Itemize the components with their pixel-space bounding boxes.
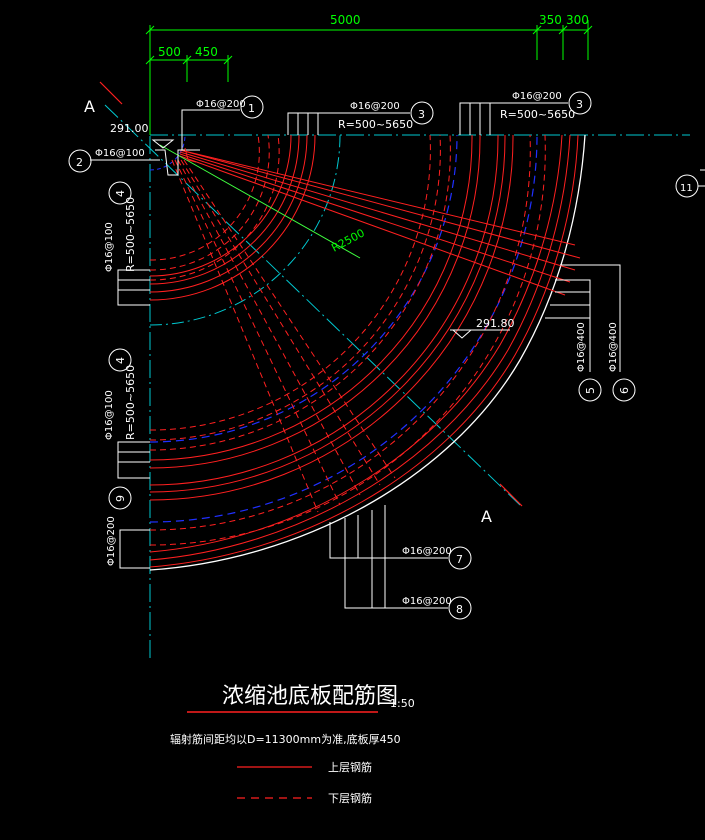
blue-ring-mid [149,134,458,443]
radial-rebar-4 [179,149,576,246]
radial-dashed-4 [171,159,319,513]
radial-dashed-2 [177,159,361,496]
top-ring-2 [149,134,506,493]
outer-rebar-2 [149,134,571,561]
radial-dashed-1 [174,159,341,506]
drawing-title: 浓缩池底板配筋图 [222,684,398,709]
callout-7-label: 7 [456,553,463,566]
legend-bottom-label: 下层钢筋 [328,791,372,805]
dim-350: 350 [539,13,562,27]
section-a-tick-top [99,81,123,105]
callout-5-6: 5 6 Φ16@400 Φ16@400 [545,264,636,402]
bottom-ring-4 [149,134,441,441]
inner-cyan-arc [149,134,341,326]
callout-4b-range: R=500~5650 [124,365,137,440]
section-a-tick-bottom [499,483,523,507]
callout-3a-rebar: Φ16@200 [350,101,400,112]
dim-450: 450 [195,45,218,59]
callout-4b-label: 4 [114,357,127,364]
callout-1-label: 1 [248,102,255,115]
bottom-ring-2 [149,134,531,531]
radial-rebar-5 [179,155,566,296]
drawing-note: 辐射筋间距均以D=11300mm为准,底板厚450 [170,732,401,746]
callout-3a: 3 Φ16@200 R=500~5650 [287,101,434,135]
outer-wall-line [149,134,586,571]
callout-11-label: 11 [680,183,693,194]
callout-5-rebar: Φ16@400 [576,322,587,372]
radius-line [159,144,361,259]
blue-ring-outer [149,134,538,523]
section-a-label-bottom: A [481,507,492,526]
callout-4a-rebar: Φ16@100 [104,222,115,272]
bottom-ring-1 [149,134,546,546]
callout-8-label: 8 [456,603,463,616]
elevation-triangle-2 [452,329,472,339]
callout-7-8: 7 8 Φ16@200 Φ16@200 [329,505,472,620]
callout-4a: 4 Φ16@100 R=500~5650 [104,181,150,306]
legend-top-label: 上层钢筋 [328,760,372,774]
bottom-ring-7 [149,134,270,271]
top-dimensions [145,20,593,135]
section-a-line [104,104,521,506]
callout-2-rebar: Φ16@100 [95,148,145,159]
callout-4a-label: 4 [114,190,127,197]
top-ring-9 [149,134,292,277]
top-ring-3 [149,134,499,486]
dim-5000: 5000 [330,13,361,27]
callout-3a-label: 3 [418,108,425,121]
callout-6-rebar: Φ16@400 [608,322,619,372]
callout-4a-range: R=500~5650 [124,197,137,272]
radial-dashed-5 [183,159,396,479]
radius-label: R2500 [329,226,367,254]
callout-6-label: 6 [618,387,631,394]
bottom-ring-8 [149,134,260,261]
callout-2: 2 Φ16@100 [68,148,160,173]
center-pocket-rebar [184,147,197,163]
callout-4b-rebar: Φ16@100 [104,390,115,440]
callout-5-label: 5 [584,387,597,394]
callout-1-rebar: Φ16@200 [196,99,246,110]
dim-500: 500 [158,45,181,59]
bottom-ring-6 [149,134,280,281]
callout-3b-rebar: Φ16@200 [512,91,562,102]
callout-3b-label: 3 [576,98,583,111]
elevation-291-00: 291.00 [110,122,149,135]
top-ring-4 [149,134,481,469]
top-ring-7 [149,134,308,293]
callout-3a-range: R=500~5650 [338,118,413,131]
callout-3b: 3 Φ16@200 R=500~5650 [459,91,592,135]
radial-dashed-3 [180,159,381,486]
elevation-triangle-1 [151,139,175,149]
callout-7-rebar: Φ16@200 [402,546,452,557]
callout-4b: 4 Φ16@100 R=500~5650 [104,348,150,479]
top-ring-5 [149,134,473,461]
bottom-ring-3 [149,134,451,451]
drawing-scale: 1:50 [390,697,415,710]
section-a-label-top: A [84,97,95,116]
radial-rebar-1 [179,149,581,259]
outer-rebar-1 [149,134,579,568]
top-ring-6 [149,134,316,301]
callout-2-label: 2 [76,156,83,169]
top-ring-8 [149,134,300,285]
callout-9-rebar: Φ16@200 [106,516,117,566]
callout-3b-range: R=500~5650 [500,108,575,121]
radial-rebar-2 [179,151,576,271]
callout-11: 11 [675,169,705,198]
callout-9: 9 Φ16@200 [106,486,150,569]
elevation-291-80: 291.80 [476,317,515,330]
callout-9-label: 9 [114,495,127,502]
callout-8-rebar: Φ16@200 [402,596,452,607]
top-ring-1 [149,134,514,501]
callout-1: 1 Φ16@200 [181,95,264,150]
dim-300: 300 [566,13,589,27]
radial-rebar-3 [179,153,571,283]
